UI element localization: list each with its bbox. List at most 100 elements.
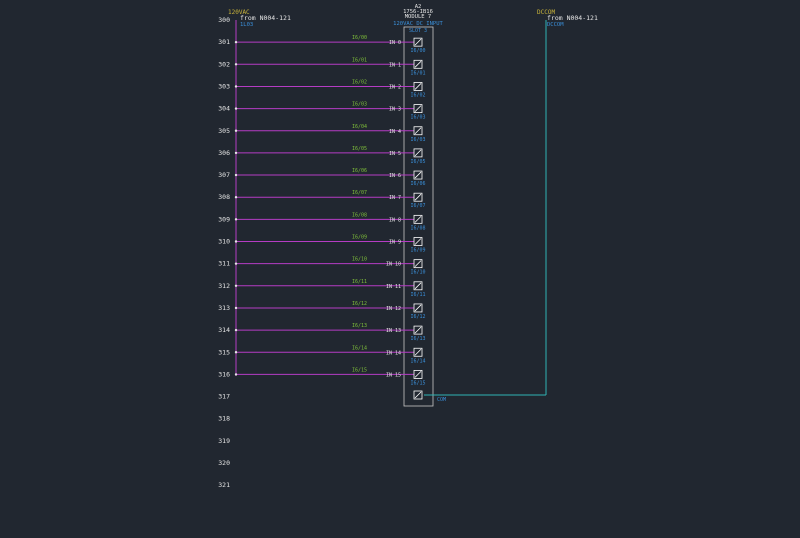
terminal-box [413,82,423,91]
input-address: I6/11 [410,292,425,298]
rung-number: 304 [218,105,230,113]
input-row: I6/01 IN 1 I6/01 [234,57,426,76]
input-address: I6/02 [410,92,425,98]
input-address: I6/12 [410,314,425,320]
rung-number: 312 [218,282,230,290]
terminal-box [413,325,423,335]
rail-connection-dot [234,63,238,66]
wire-tag: I6/00 [352,35,367,41]
wire-tag: I6/15 [352,367,367,373]
input-point-label: IN 14 [386,350,401,356]
rung-number: 319 [218,437,230,445]
input-row: I6/00 IN 0 I6/00 [234,35,426,54]
rail-connection-dot [234,196,238,199]
wire-tag: I6/04 [352,124,367,130]
module-slot: SLOT 3 [409,28,427,34]
terminal-slash [414,105,422,112]
rung-number: 316 [218,370,230,378]
input-address: I6/10 [410,270,425,276]
rung-number: 308 [218,193,230,201]
wire-tag: I6/11 [352,279,367,285]
wire-tag: I6/03 [352,102,367,108]
rail-connection-dot [234,85,238,88]
rail-connection-dot [234,373,238,376]
left-source-wire-label: 1L03 [240,22,253,28]
input-point-label: IN 5 [389,151,401,157]
terminal-box [413,59,423,69]
rail-connection-dot [234,351,238,354]
terminal-slash [414,38,422,46]
rail-connection-dot [234,218,238,221]
module-header: A2 1756-IB16 MODULE 7 120VAC DC INPUT SL… [393,4,443,34]
terminal-box [413,281,423,291]
terminal-box [413,259,423,269]
terminal-slash [414,304,422,312]
terminal-box [413,214,423,224]
left-source-from-text: from N004-121 [240,14,291,22]
left-source-tag: 120VAC [228,9,250,16]
terminal-box [413,347,423,357]
terminal-slash [414,193,422,201]
module-box [403,26,434,407]
rung-number: 301 [218,38,230,46]
rung-number: 305 [218,127,230,135]
terminal-slash [414,348,422,356]
input-point-label: IN 10 [386,262,401,268]
terminal-slash [414,282,422,290]
input-point-label: IN 11 [386,284,401,290]
right-source-tag: DCCOM [537,9,555,16]
wire-tag: I6/05 [352,146,367,152]
rung-number: 311 [218,260,230,268]
input-point-label: IN 0 [389,40,401,46]
common-terminal-box [413,390,423,400]
input-point-label: IN 7 [389,195,401,201]
rung-number: 318 [218,415,230,423]
rung-number: 306 [218,149,230,157]
terminal-box [413,37,423,47]
right-source-header: DCCOM from N004-121 DCCOM [537,9,598,28]
input-address: I6/08 [410,225,425,231]
terminal-box [413,303,423,313]
terminal-slash [414,238,422,245]
input-point-label: IN 9 [389,240,401,246]
input-address: I6/03 [410,115,425,121]
input-point-label: IN 4 [389,129,401,135]
right-source-from-text: from N004-121 [547,14,598,22]
rung-number: 317 [218,393,230,401]
wire-tag: I6/01 [352,57,367,63]
input-row: I6/11 IN 11 I6/11 [234,279,426,298]
rung-number-column: 3003013023033043053063073083093103113123… [218,16,230,489]
input-address: I6/15 [410,380,425,386]
rail-connection-dot [234,151,238,155]
wire-tag: I6/06 [352,168,367,174]
common-terminal-slash [414,391,422,399]
wire-tag: I6/08 [352,212,367,218]
terminal-box [413,170,423,180]
terminal-box [413,148,423,158]
input-point-label: IN 8 [389,217,401,223]
rail-connection-dot [234,328,238,332]
terminal-box [413,369,423,379]
input-address: I6/00 [410,48,425,54]
rung-number: 320 [218,459,230,467]
input-address: I6/07 [410,203,425,209]
input-point-label: IN 3 [389,107,401,113]
input-point-label: IN 1 [389,62,401,68]
wire-tag: I6/02 [352,79,367,85]
rail-connection-dot [234,129,238,132]
input-address: I6/05 [410,159,425,165]
rung-number: 300 [218,16,230,24]
module-part-number: 1756-IB16 [403,9,433,15]
input-address: I6/01 [410,70,425,76]
input-address: I6/09 [410,248,425,254]
rung-number: 302 [218,60,230,68]
wire-tag: I6/13 [352,323,367,329]
terminal-slash [414,326,422,334]
rail-connection-dot [234,173,238,177]
rung-number: 321 [218,481,230,489]
